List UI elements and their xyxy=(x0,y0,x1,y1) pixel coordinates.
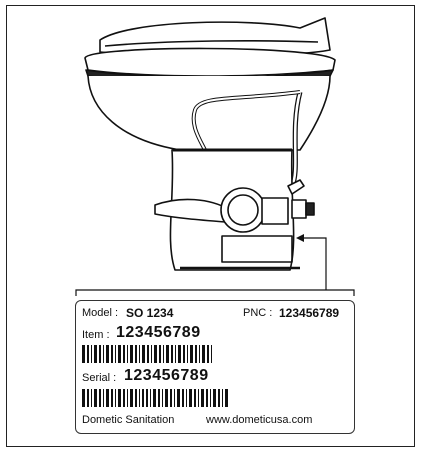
pnc-label: PNC : xyxy=(243,307,273,319)
model-label: Model : xyxy=(82,307,119,319)
pnc-value: 123456789 xyxy=(279,306,340,320)
item-label: Item : xyxy=(82,329,110,341)
serial-value: 123456789 xyxy=(124,367,209,384)
serial-label-text: Serial : xyxy=(82,372,117,384)
website: www.dometicusa.com xyxy=(206,414,313,426)
company-name: Dometic Sanitation xyxy=(82,414,175,426)
item-barcode xyxy=(82,345,214,363)
model-value: SO 1234 xyxy=(126,306,174,320)
figure-frame xyxy=(6,5,415,447)
serial-label: Model : SO 1234 PNC : 123456789 Item : 1… xyxy=(75,300,355,434)
serial-barcode xyxy=(82,389,230,407)
item-value: 123456789 xyxy=(116,324,201,341)
toilet-illustration xyxy=(75,17,355,296)
